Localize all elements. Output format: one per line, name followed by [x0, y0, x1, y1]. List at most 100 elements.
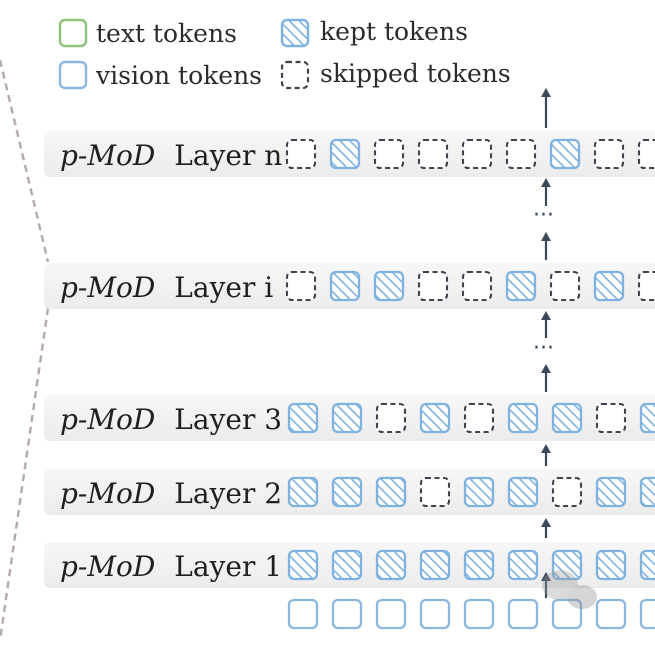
skipped-token — [505, 138, 537, 170]
legend-label-kept: kept tokens — [320, 17, 468, 46]
input-vision-token — [287, 598, 319, 630]
input-vision-token — [551, 598, 583, 630]
token-grid — [285, 138, 655, 630]
skipped-token — [637, 270, 655, 302]
kept-token — [373, 270, 405, 302]
kept-token — [639, 549, 655, 581]
skipped-token — [549, 270, 581, 302]
kept-token — [419, 549, 451, 581]
layer-name: Layer 3 — [174, 403, 282, 436]
legend-item-kept: kept tokens — [280, 17, 468, 48]
kept-token — [331, 476, 363, 508]
kept-token — [551, 549, 583, 581]
skipped-token — [375, 402, 407, 434]
kept-token — [595, 549, 627, 581]
kept-token — [287, 476, 319, 508]
kept-token — [593, 270, 625, 302]
layer-name: Layer i — [174, 271, 273, 304]
skipped-token — [461, 138, 493, 170]
legend-label-vision: vision tokens — [95, 61, 262, 90]
arrow-head — [541, 364, 551, 373]
arrow-head — [541, 518, 551, 527]
kept-token — [331, 402, 363, 434]
input-vision-token — [375, 598, 407, 630]
skipped-token — [417, 138, 449, 170]
skipped-token — [461, 270, 493, 302]
legend-item-text: text tokens — [58, 18, 237, 48]
skipped-token — [373, 138, 405, 170]
kept-token — [287, 402, 319, 434]
kept-token — [639, 476, 655, 508]
input-vision-token — [507, 598, 539, 630]
kept-token — [463, 549, 495, 581]
layer-label: p-MoD Layer 2 — [60, 477, 282, 510]
kept-token — [419, 402, 451, 434]
layer-label: p-MoD Layer i — [60, 271, 273, 304]
skipped-token — [285, 270, 317, 302]
input-vision-token — [595, 598, 627, 630]
layer-name: Layer 2 — [174, 477, 282, 510]
arrow-layer1-to-layer2 — [541, 518, 551, 538]
kept-token — [375, 476, 407, 508]
arrow-head — [541, 311, 551, 320]
kept-token — [329, 270, 361, 302]
input-vision-token — [331, 598, 363, 630]
kept-token — [551, 402, 583, 434]
layer-prefix: p-MoD — [60, 550, 155, 583]
arrow-head — [541, 232, 551, 241]
layer-label: p-MoD Layer 1 — [60, 550, 282, 583]
skipped-token — [285, 138, 317, 170]
legend: text tokens kept tokens vision tokens sk… — [58, 17, 511, 90]
layer-prefix: p-MoD — [60, 477, 155, 510]
kept-token — [505, 270, 537, 302]
legend-swatch-skipped — [280, 60, 310, 90]
arrow-layer3-to-dots — [541, 364, 551, 392]
layer-name: Layer 1 — [174, 550, 282, 583]
dashed-guide-upper — [0, 59, 50, 263]
input-vision-token — [639, 598, 655, 630]
arrow-input-to-layer1 — [541, 572, 551, 598]
skipped-token — [595, 402, 627, 434]
layer-prefix: p-MoD — [60, 403, 155, 436]
layer-label: p-MoD Layer 3 — [60, 403, 282, 436]
skipped-token — [637, 138, 655, 170]
legend-swatch-vision — [58, 60, 88, 90]
input-vision-token — [463, 598, 495, 630]
legend-swatch-text — [58, 18, 88, 48]
legend-item-vision: vision tokens — [58, 60, 262, 90]
kept-token — [375, 549, 407, 581]
arrow-dots-to-layeri — [541, 311, 551, 338]
kept-token — [331, 549, 363, 581]
kept-token — [463, 476, 495, 508]
kept-token — [507, 476, 539, 508]
input-vision-token — [419, 598, 451, 630]
arrow-layeri-to-dots — [541, 232, 551, 260]
arrow-dots-to-layern — [541, 178, 551, 206]
arrow-head — [541, 178, 551, 187]
layer-label: p-MoD Layer n — [60, 139, 282, 172]
skipped-token — [551, 476, 583, 508]
legend-label-skipped: skipped tokens — [320, 59, 511, 88]
arrow-head — [541, 444, 551, 453]
skipped-token — [417, 270, 449, 302]
flow-arrows — [541, 88, 551, 598]
legend-swatch-kept — [280, 18, 310, 48]
skipped-token — [463, 402, 495, 434]
legend-label-text: text tokens — [96, 19, 237, 48]
layer-prefix: p-MoD — [60, 271, 155, 304]
layer-name: Layer n — [174, 139, 282, 172]
arrow-layern-output — [541, 88, 551, 128]
skipped-token — [593, 138, 625, 170]
dashed-guide-lower — [0, 307, 50, 641]
arrow-layer2-to-layer3 — [541, 444, 551, 466]
skipped-token — [419, 476, 451, 508]
layer-prefix: p-MoD — [60, 139, 155, 172]
kept-token — [507, 402, 539, 434]
chat-bubble-icon — [542, 570, 597, 609]
kept-token — [287, 549, 319, 581]
ellipsis-upper: ··· — [533, 203, 554, 228]
ellipsis-lower: ··· — [533, 336, 554, 361]
arrow-head — [541, 572, 551, 581]
kept-token — [507, 549, 539, 581]
